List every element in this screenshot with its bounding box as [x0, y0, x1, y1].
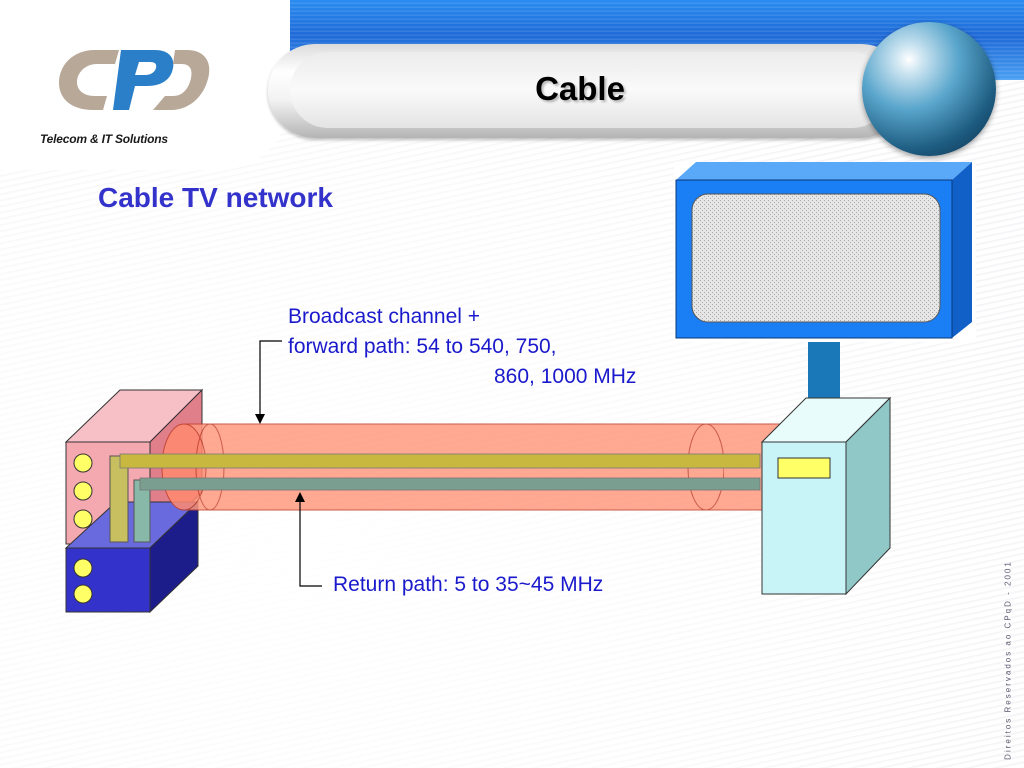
settop-box-icon — [760, 396, 892, 596]
tv-top — [676, 162, 972, 180]
forward-arrowhead — [255, 414, 265, 424]
forward-label-line1: Broadcast channel + — [288, 305, 481, 328]
forward-label-line3: 860, 1000 MHz — [494, 365, 637, 388]
tv-screen — [691, 193, 941, 323]
globe-icon — [862, 22, 996, 156]
forward-riser — [109, 455, 129, 543]
tv-side — [952, 162, 972, 338]
arrow-up-icon — [295, 492, 322, 587]
arrow-down-icon — [255, 340, 282, 424]
forward-path-line — [119, 453, 761, 469]
slide-title: Cable — [535, 70, 625, 107]
logo-icon — [59, 50, 210, 110]
return-box-led-2 — [73, 584, 93, 604]
return-leader-line — [299, 500, 322, 587]
tv-icon — [674, 162, 976, 342]
copyright-notice: Direitos Reservados ao CPqD - 2001 — [1003, 560, 1013, 760]
slide-subtitle: Cable TV network — [98, 182, 333, 213]
return-arrowhead — [295, 492, 305, 502]
return-box-led-1 — [73, 558, 93, 578]
return-equipment-icon — [64, 500, 200, 614]
logo-area: Telecom & IT Solutions — [0, 0, 290, 170]
headend-led-1 — [73, 453, 93, 473]
title-bar-inner — [290, 52, 890, 128]
logo-tagline: Telecom & IT Solutions — [40, 132, 168, 146]
forward-label-line2: forward path: 54 to 540, 750, — [288, 335, 557, 358]
return-label: Return path: 5 to 35~45 MHz — [333, 573, 604, 596]
settop-display — [777, 457, 831, 479]
headend-led-3 — [73, 509, 93, 529]
headend-led-2 — [73, 481, 93, 501]
return-path-line — [139, 477, 761, 491]
forward-leader-line — [259, 340, 282, 416]
